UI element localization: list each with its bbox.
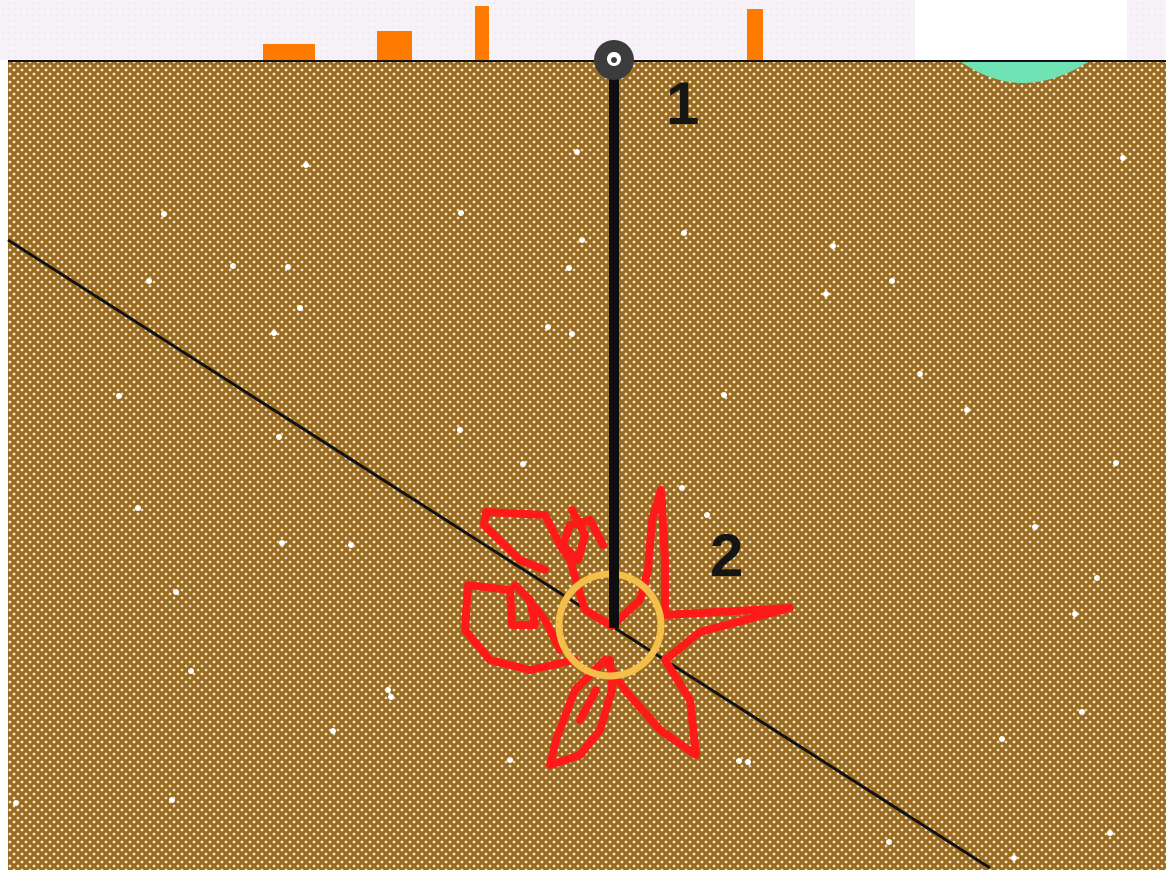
speckle (303, 162, 309, 168)
speckle (579, 237, 585, 243)
speckle (348, 542, 354, 548)
speckle (574, 149, 580, 155)
speckle (1120, 155, 1126, 161)
building-1 (263, 44, 315, 60)
speckle (135, 505, 141, 511)
sky-clear-patch (915, 0, 1127, 60)
speckle (276, 434, 282, 440)
speckle (173, 589, 179, 595)
speckle (385, 687, 391, 693)
speckle (1107, 830, 1113, 836)
speckle (917, 371, 923, 377)
speckle (297, 305, 303, 311)
speckle (736, 758, 742, 764)
speckle (507, 757, 513, 763)
speckle (388, 694, 394, 700)
speckle (161, 211, 167, 217)
speckle (188, 668, 194, 674)
building-4 (747, 9, 763, 60)
speckle (886, 839, 892, 845)
speckle (1113, 460, 1119, 466)
speckle (520, 461, 526, 467)
speckle (830, 243, 836, 249)
speckle (285, 264, 291, 270)
left-margin (0, 60, 8, 870)
speckle (745, 759, 751, 765)
speckle (457, 427, 463, 433)
speckle (679, 485, 685, 491)
speckle (889, 278, 895, 284)
speckle (279, 540, 285, 546)
building-3 (475, 6, 489, 60)
speckle (271, 330, 277, 336)
speckle (823, 291, 829, 297)
speckle (999, 736, 1005, 742)
speckle (1094, 575, 1100, 581)
speckle (566, 265, 572, 271)
speckle (1072, 611, 1078, 617)
speckle (116, 393, 122, 399)
speckle (230, 263, 236, 269)
speckle (1011, 855, 1017, 861)
point-label-1: 1 (666, 74, 699, 134)
speckle (330, 728, 336, 734)
speckle (458, 210, 464, 216)
speckle (704, 512, 710, 518)
point-label-2: 2 (710, 526, 743, 586)
speckle (681, 230, 687, 236)
building-2 (377, 31, 412, 60)
station-marker-icon (594, 40, 634, 80)
speckle (964, 407, 970, 413)
speckle (169, 797, 175, 803)
speckle (146, 278, 152, 284)
speckle (1079, 709, 1085, 715)
speckle (1032, 524, 1038, 530)
speckle (721, 392, 727, 398)
speckle (545, 324, 551, 330)
speckle (569, 331, 575, 337)
speckle (13, 800, 19, 806)
